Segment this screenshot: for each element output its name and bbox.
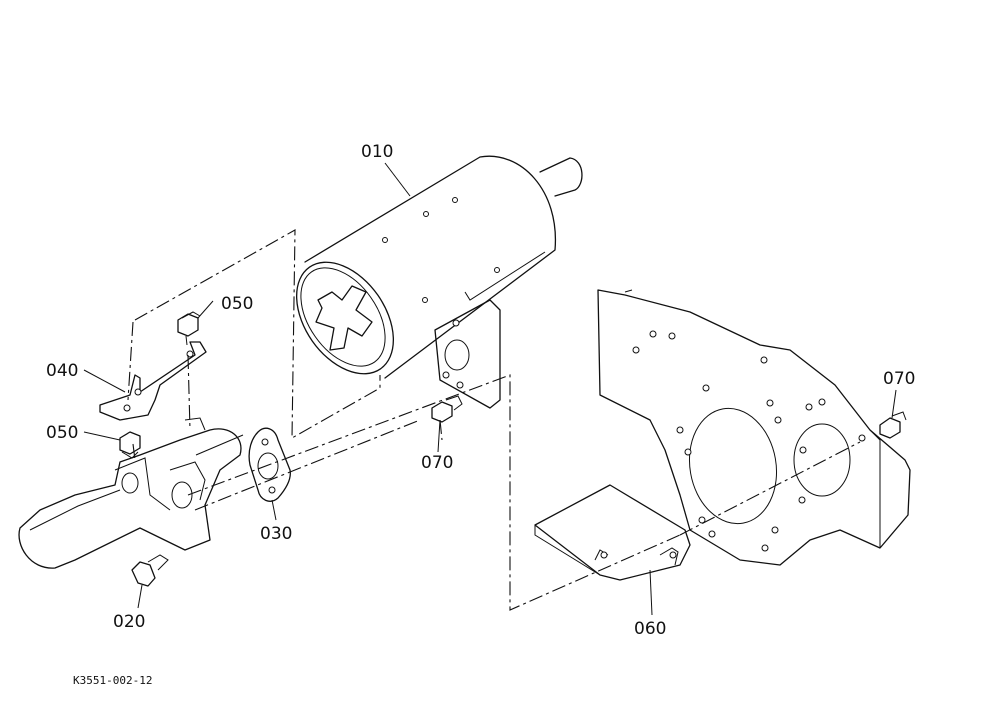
callout-010: 010 [361,142,393,162]
cover-plate-part-060[interactable] [534,484,691,581]
reference-code: K3551-002-12 [73,674,152,687]
bolt-part-050-lower[interactable] [119,431,141,459]
muffler-part-010[interactable] [277,155,583,392]
callout-040: 040 [46,361,78,381]
muffler-bracket [434,299,501,409]
callout-070-center: 070 [421,453,453,473]
callout-050-upper: 050 [221,294,253,314]
bracket-part-040[interactable] [99,341,207,421]
gasket-part-030[interactable] [248,427,291,502]
bolt-part-020[interactable] [131,554,169,587]
bolt-part-070-right[interactable] [879,411,907,439]
exhaust-manifold [18,417,244,569]
engine-side-plate [597,289,911,566]
callout-030: 030 [260,524,292,544]
callout-020: 020 [113,612,145,632]
callout-070-right: 070 [883,369,915,389]
leader-lines [83,162,897,616]
bolt-part-070-center[interactable] [431,395,463,423]
bolt-part-050-upper[interactable] [177,311,201,346]
assembly-guide-lines [127,229,861,611]
callout-060: 060 [634,619,666,639]
callout-050-lower: 050 [46,423,78,443]
